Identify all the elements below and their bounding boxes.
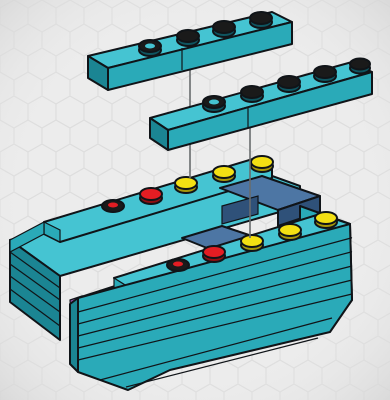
plate-stud (249, 11, 273, 29)
floating-plate-lower (149, 57, 373, 151)
plate-stud (212, 20, 236, 38)
plate-stud-hollow (138, 39, 162, 57)
stud-yellow-lower-3 (314, 211, 338, 229)
stud-hollow-lower (166, 258, 190, 272)
stud-yellow-upper-2 (212, 165, 236, 183)
plate-stud-hollow (202, 95, 226, 113)
upper-stud-row (101, 155, 274, 213)
stud-red-upper (139, 187, 163, 205)
stud-yellow-upper-3 (250, 155, 274, 173)
plate-stud (240, 85, 264, 103)
plate-stud (349, 57, 371, 75)
stud-red-lower (202, 245, 226, 263)
stud-yellow-upper-1 (174, 176, 198, 194)
hull-back-plates (9, 251, 61, 327)
hull-front-face (77, 223, 353, 391)
floating-plate-upper (87, 11, 293, 91)
plate-stud (277, 75, 301, 93)
stud-hollow-upper (101, 199, 125, 213)
lower-stud-row (166, 211, 338, 272)
plate-stud (313, 65, 337, 83)
hull (9, 157, 353, 391)
stud-yellow-lower-2 (278, 223, 302, 241)
hull-front-plates (77, 237, 353, 388)
stud-yellow-lower-1 (240, 234, 264, 252)
hull-back-side (9, 239, 61, 341)
plate-stud (176, 29, 200, 47)
